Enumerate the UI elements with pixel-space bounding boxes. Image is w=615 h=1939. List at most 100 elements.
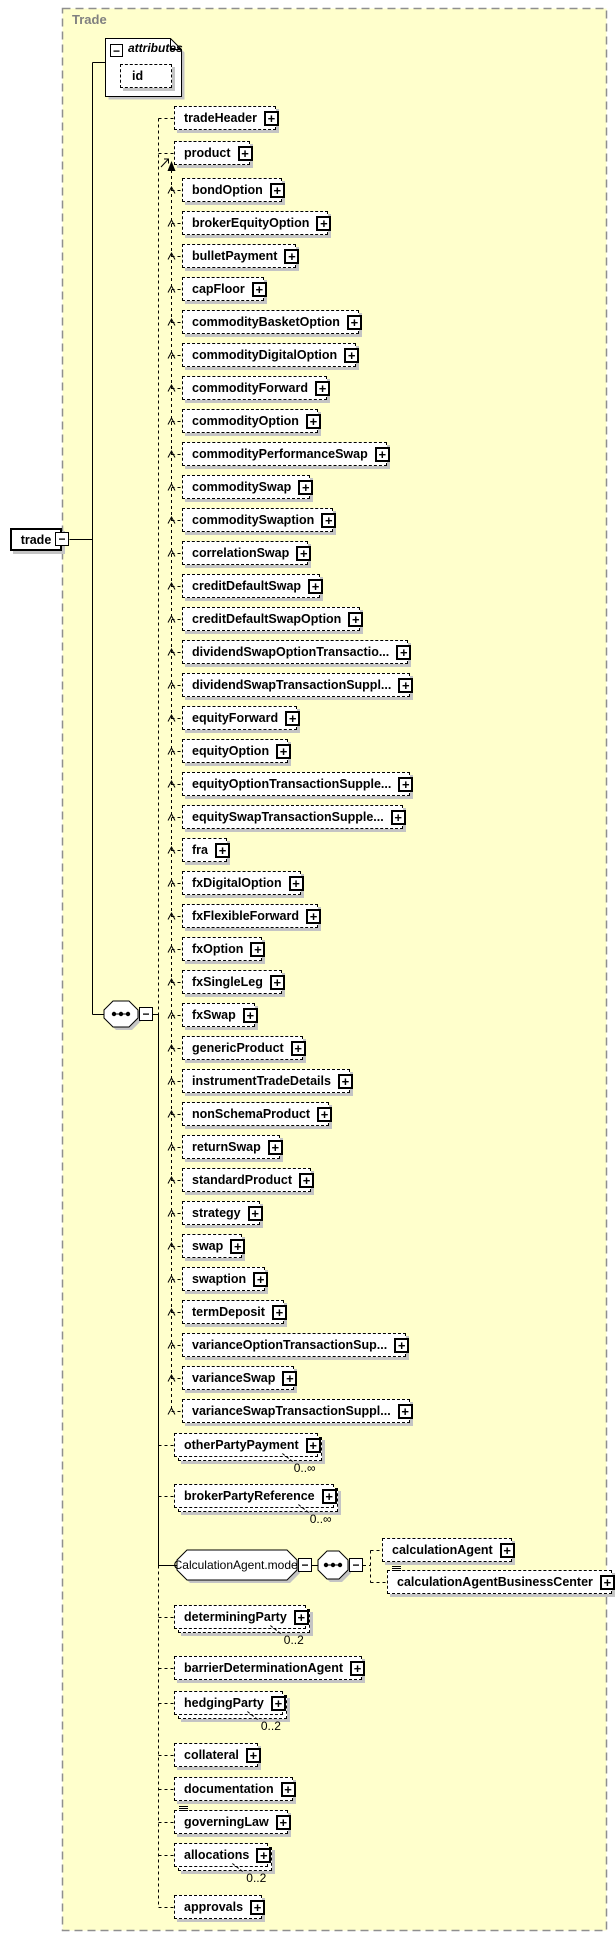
expand-icon[interactable]: + [398, 776, 414, 792]
element-equitySwapTransactionSupple[interactable]: equitySwapTransactionSupple... + [182, 805, 406, 829]
collapse-icon[interactable]: − [349, 1558, 363, 1572]
element-dividendSwapOptionTransactio[interactable]: dividendSwapOptionTransactio... + [182, 640, 412, 664]
element-varianceSwapTransactionSuppl[interactable]: varianceSwapTransactionSuppl... + [182, 1399, 413, 1423]
expand-icon[interactable]: + [299, 1172, 315, 1188]
expand-icon[interactable]: + [285, 710, 301, 726]
attribute-id[interactable]: id [120, 64, 172, 88]
element-fra[interactable]: fra + [182, 838, 230, 862]
expand-icon[interactable]: + [374, 446, 390, 462]
element-barrierDeterminationAgent[interactable]: barrierDeterminationAgent + [174, 1656, 366, 1680]
element-strategy[interactable]: strategy + [182, 1201, 263, 1225]
element-fxDigitalOption[interactable]: fxDigitalOption + [182, 871, 304, 895]
expand-icon[interactable]: + [253, 1271, 269, 1287]
element-approvals[interactable]: approvals + [174, 1895, 266, 1919]
element-governingLaw[interactable]: governingLaw + [174, 1806, 291, 1834]
expand-icon[interactable]: + [348, 611, 364, 627]
expand-icon[interactable]: + [275, 1814, 291, 1830]
expand-icon[interactable]: + [280, 1781, 296, 1797]
element-allocations[interactable]: allocations + 0..2 [174, 1843, 273, 1885]
expand-icon[interactable]: + [317, 1106, 333, 1122]
expand-icon[interactable]: + [251, 281, 267, 297]
expand-icon[interactable]: + [350, 1660, 366, 1676]
element-capFloor[interactable]: capFloor + [182, 277, 267, 301]
collapse-icon[interactable]: − [110, 44, 123, 57]
expand-icon[interactable]: + [245, 1747, 261, 1763]
element-swap[interactable]: swap + [182, 1234, 246, 1258]
expand-icon[interactable]: + [346, 314, 362, 330]
expand-icon[interactable]: + [398, 677, 414, 693]
element-collateral[interactable]: collateral + [174, 1743, 261, 1767]
element-commodityBasketOption[interactable]: commodityBasketOption + [182, 310, 362, 334]
element-brokerPartyReference[interactable]: brokerPartyReference + 0..∞ [174, 1484, 338, 1526]
expand-icon[interactable]: + [269, 974, 285, 990]
element-brokerEquityOption[interactable]: brokerEquityOption + [182, 211, 332, 235]
element-dividendSwapTransactionSuppl[interactable]: dividendSwapTransactionSuppl... + [182, 673, 414, 697]
element-swaption[interactable]: swaption + [182, 1267, 269, 1291]
element-commodityForward[interactable]: commodityForward + [182, 376, 330, 400]
expand-icon[interactable]: + [214, 842, 230, 858]
element-fxSingleLeg[interactable]: fxSingleLeg + [182, 970, 285, 994]
expand-icon[interactable]: + [284, 248, 300, 264]
expand-icon[interactable]: + [256, 1847, 272, 1863]
expand-icon[interactable]: + [337, 1073, 353, 1089]
expand-icon[interactable]: + [397, 1403, 413, 1419]
element-commoditySwap[interactable]: commoditySwap + [182, 475, 314, 499]
expand-icon[interactable]: + [396, 644, 412, 660]
element-instrumentTradeDetails[interactable]: instrumentTradeDetails + [182, 1069, 353, 1093]
element-equityOptionTransactionSupple[interactable]: equityOptionTransactionSupple... + [182, 772, 414, 796]
expand-icon[interactable]: + [267, 1139, 283, 1155]
element-commodityPerformanceSwap[interactable]: commodityPerformanceSwap + [182, 442, 390, 466]
expand-icon[interactable]: + [250, 1899, 266, 1915]
expand-icon[interactable]: + [237, 145, 253, 161]
element-otherPartyPayment[interactable]: otherPartyPayment + 0..∞ [174, 1433, 322, 1475]
expand-icon[interactable]: + [599, 1574, 615, 1590]
element-varianceSwap[interactable]: varianceSwap + [182, 1366, 298, 1390]
expand-icon[interactable]: + [270, 1695, 286, 1711]
expand-icon[interactable]: + [321, 512, 337, 528]
expand-icon[interactable]: + [298, 479, 314, 495]
expand-icon[interactable]: + [290, 1040, 306, 1056]
expand-icon[interactable]: + [394, 1337, 410, 1353]
element-commodityDigitalOption[interactable]: commodityDigitalOption + [182, 343, 360, 367]
expand-icon[interactable]: + [263, 110, 279, 126]
element-termDeposit[interactable]: termDeposit + [182, 1300, 287, 1324]
expand-icon[interactable]: + [250, 941, 266, 957]
expand-icon[interactable]: + [316, 215, 332, 231]
expand-icon[interactable]: + [308, 578, 324, 594]
collapse-icon[interactable]: − [139, 1007, 153, 1021]
group-calculationagent-model[interactable]: CalculationAgent.model [173, 1558, 301, 1572]
element-hedgingParty[interactable]: hedgingParty + 0..2 [174, 1691, 287, 1733]
expand-icon[interactable]: + [230, 1238, 246, 1254]
expand-icon[interactable]: + [305, 413, 321, 429]
expand-icon[interactable]: + [271, 1304, 287, 1320]
element-commodityOption[interactable]: commodityOption + [182, 409, 321, 433]
element-trade[interactable]: trade [10, 528, 62, 551]
element-tradeHeader[interactable]: tradeHeader + [174, 106, 279, 130]
element-standardProduct[interactable]: standardProduct + [182, 1168, 315, 1192]
element-calculationAgent[interactable]: calculationAgent + [382, 1538, 515, 1562]
expand-icon[interactable]: + [305, 908, 321, 924]
expand-icon[interactable]: + [296, 545, 312, 561]
collapse-icon[interactable]: − [55, 532, 69, 546]
element-returnSwap[interactable]: returnSwap + [182, 1135, 283, 1159]
expand-icon[interactable]: + [293, 1609, 309, 1625]
element-calculationAgentBusinessCenter[interactable]: calculationAgentBusinessCenter + [387, 1566, 615, 1594]
expand-icon[interactable]: + [288, 875, 304, 891]
element-genericProduct[interactable]: genericProduct + [182, 1036, 306, 1060]
element-commoditySwaption[interactable]: commoditySwaption + [182, 508, 337, 532]
element-documentation[interactable]: documentation + [174, 1777, 296, 1801]
element-creditDefaultSwapOption[interactable]: creditDefaultSwapOption + [182, 607, 364, 631]
element-equityOption[interactable]: equityOption + [182, 739, 292, 763]
element-correlationSwap[interactable]: correlationSwap + [182, 541, 312, 565]
expand-icon[interactable]: + [321, 1488, 337, 1504]
element-creditDefaultSwap[interactable]: creditDefaultSwap + [182, 574, 324, 598]
element-bulletPayment[interactable]: bulletPayment + [182, 244, 300, 268]
element-fxSwap[interactable]: fxSwap + [182, 1003, 258, 1027]
element-varianceOptionTransactionSup[interactable]: varianceOptionTransactionSup... + [182, 1333, 410, 1357]
expand-icon[interactable]: + [282, 1370, 298, 1386]
element-bondOption[interactable]: bondOption + [182, 178, 285, 202]
expand-icon[interactable]: + [344, 347, 360, 363]
collapse-icon[interactable]: − [298, 1558, 312, 1572]
element-determiningParty[interactable]: determiningParty + 0..2 [174, 1605, 310, 1647]
expand-icon[interactable]: + [269, 182, 285, 198]
